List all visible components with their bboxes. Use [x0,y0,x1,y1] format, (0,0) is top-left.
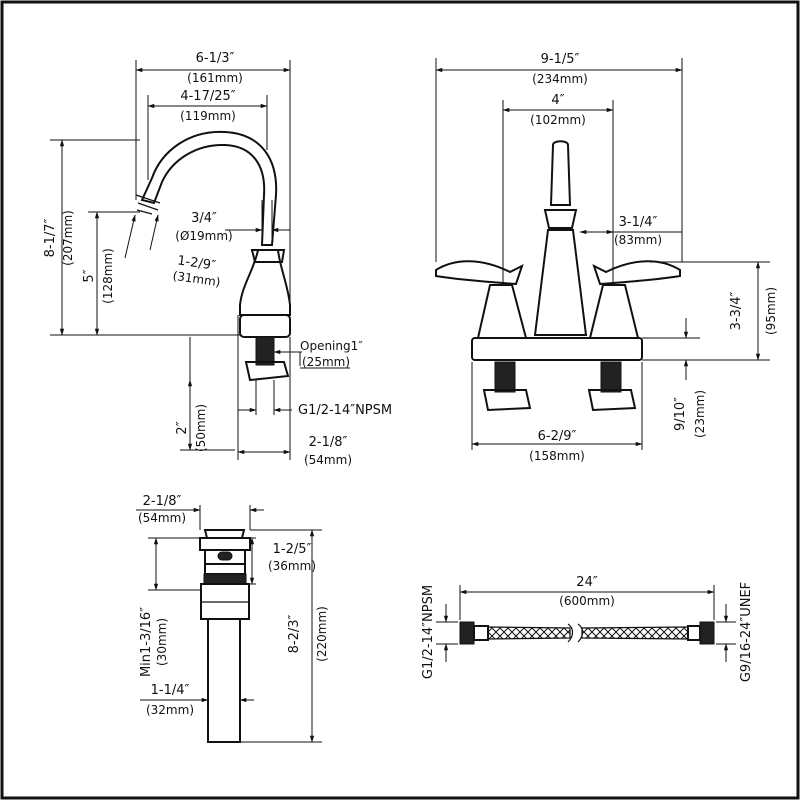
side-width-total: 6-1/3″ [196,51,235,66]
hose-right-ferrule [687,625,701,641]
front-spout-collar [543,209,578,229]
hose-view: 24″ (600mm) G1/2-14″NPSM G9/16-24″UNEF [421,575,754,682]
drain-min-depth: Min1-3/16″ [139,607,154,677]
front-base-width-mm: (158mm) [529,449,585,463]
front-right-body [588,284,640,339]
hose-braid-left [487,626,571,640]
drain-ring [204,563,246,575]
front-deck-height-mm: (23mm) [693,390,707,438]
drain-tail-dia: 1-1/4″ [151,683,190,698]
drain-tail-dia-mm: (32mm) [146,703,194,717]
drain-stopper [203,529,246,539]
front-left-handle [435,260,524,286]
front-left-shank [494,361,516,393]
side-aerator-len-mm: (31mm) [172,269,221,290]
side-aerator [135,194,161,215]
front-right-shank [600,361,622,393]
side-spout-height: 5″ [82,269,97,282]
hose-left-ferrule [473,625,489,641]
front-deck-plate [471,337,643,361]
front-base-width: 6-2/9″ [538,429,577,444]
side-thread: G1/2-14″NPSM [298,403,392,418]
side-spout-reach-mm: (119mm) [180,109,236,123]
hose-right-thread: G9/16-24″UNEF [739,582,754,682]
drain-min-depth-mm: (30mm) [155,618,169,666]
side-nut [244,361,290,382]
front-center-set: 4″ [551,93,564,108]
front-center-body [533,229,588,336]
front-spout [549,140,572,206]
front-handle-reach-mm: (83mm) [614,233,662,247]
hose-length-mm: (600mm) [559,594,615,608]
hose-left-thread: G1/2-14″NPSM [421,585,436,679]
front-width-total-mm: (234mm) [532,72,588,86]
front-left-body [476,284,528,339]
drain-total-length: 8-2/3″ [287,614,302,653]
side-height-total-mm: (207mm) [61,210,75,266]
hose-left-nut [459,621,475,645]
side-aerator-len: 1-2/9″ [176,253,217,273]
drain-tailpiece [207,618,241,743]
side-height-total: 8-1/7″ [43,218,58,257]
side-handle-cap [250,249,286,263]
side-shank [255,336,275,366]
drain-overflow: 1-2/5″ [273,542,312,557]
side-width-total-mm: (161mm) [187,71,243,85]
side-base-width-mm: (54mm) [304,453,352,467]
side-shank-len: 2″ [175,421,190,434]
side-spout [140,130,278,246]
side-base [239,314,291,338]
side-base-width: 2-1/8″ [309,435,348,450]
hose-right-nut [699,621,715,645]
hose-braid-right [581,626,689,640]
front-center-set-mm: (102mm) [530,113,586,127]
side-view: 6-1/3″ (161mm) 4-17/25″ (119mm) 8-1/7″ (… [43,51,392,467]
drain-overflow-mm: (36mm) [268,559,316,573]
side-shank-len-mm: (50mm) [194,404,208,452]
front-left-nut [482,389,532,412]
side-spout-reach: 4-17/25″ [180,89,235,104]
front-width-total: 9-1/5″ [541,52,580,67]
side-opening-mm: (25mm) [302,355,350,369]
drain-flange [199,537,251,551]
front-view: 9-1/5″ (234mm) 4″ (102mm) 3-1/4″ (83mm) … [435,52,778,463]
drain-view: 2-1/8″ (54mm) 1-2/5″ (36mm) Min1-3/16″ (… [136,494,329,743]
drain-top-dia-mm: (54mm) [138,511,186,525]
side-spout-height-mm: (128mm) [101,248,115,304]
front-handle-height-mm: (95mm) [764,287,778,335]
drain-top-dia: 2-1/8″ [143,494,182,509]
hose-length: 24″ [576,575,598,590]
front-deck-height: 9/10″ [673,397,688,431]
drain-total-length-mm: (220mm) [315,606,329,662]
front-right-handle [592,260,681,286]
drain-overflow-hole [217,551,233,561]
side-spout-dia: 3/4″ [191,211,217,226]
side-spout-dia-mm: (Ø19mm) [175,229,232,243]
side-opening: Opening1″ [300,339,363,353]
front-handle-reach: 3-1/4″ [619,215,658,230]
front-right-nut [587,389,637,412]
front-handle-height: 3-3/4″ [729,291,744,330]
side-body [239,249,291,316]
drain-gasket [203,573,247,585]
